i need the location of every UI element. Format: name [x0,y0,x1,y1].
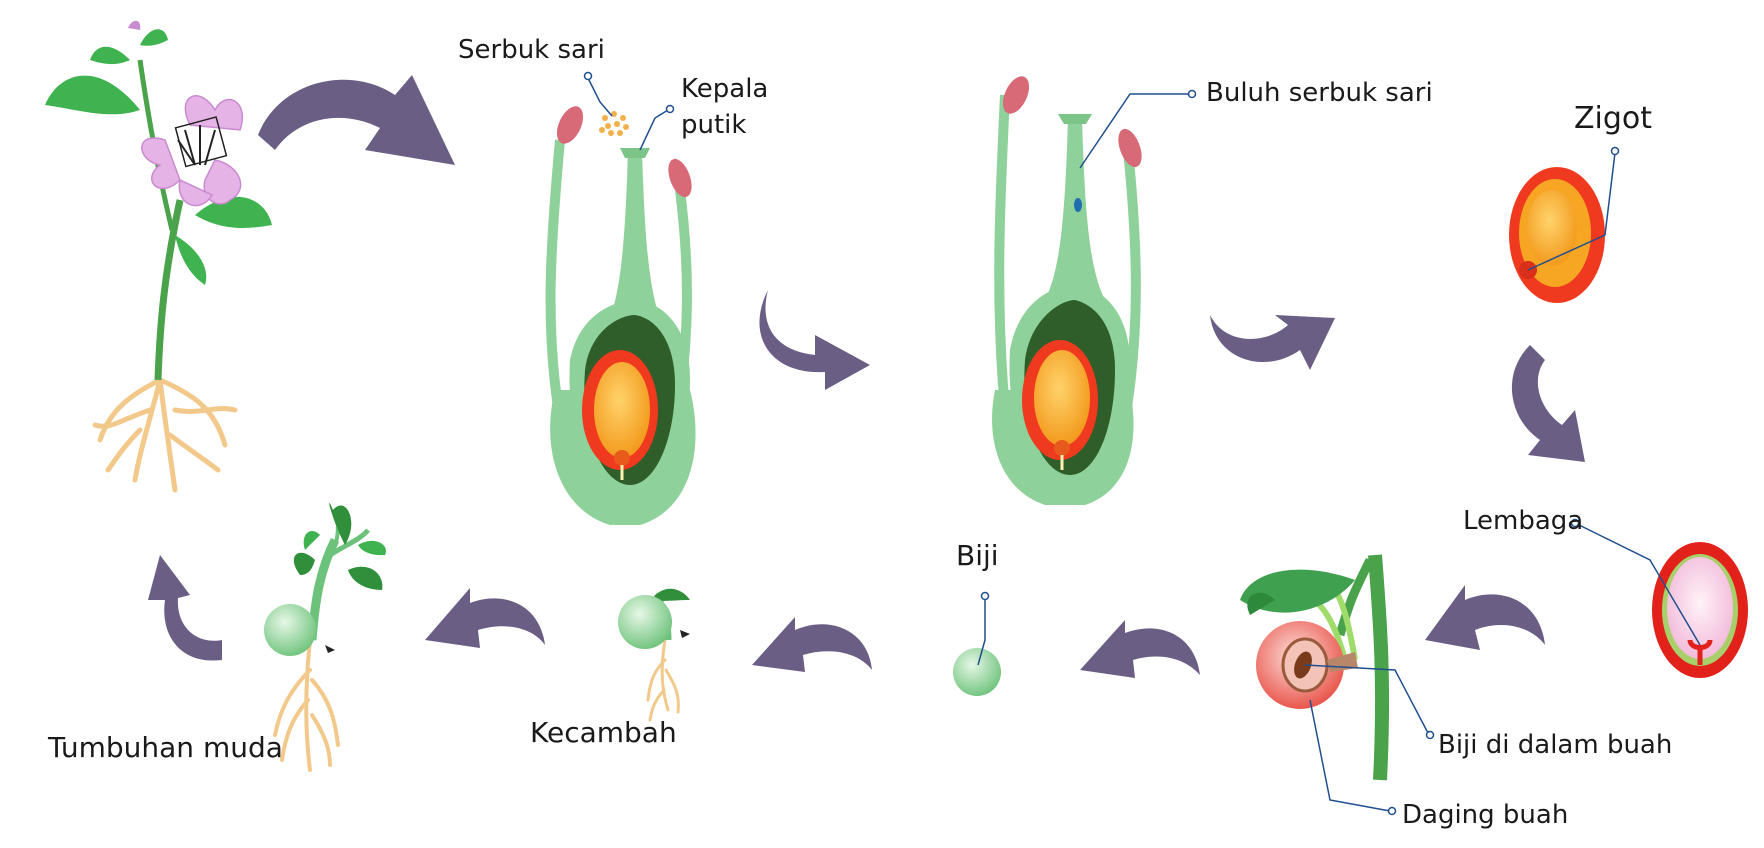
fruit-illustration [1240,554,1390,781]
arrow-icon [1511,345,1585,462]
label-kecambah: Kecambah [530,716,677,749]
fertilization-section [992,76,1142,505]
arrow-icon [759,290,870,390]
arrow-icon [148,555,222,661]
arrow-icon [1210,315,1335,370]
cycle-arrows [148,75,1585,678]
label-kepala-putik-line2: putik [681,110,747,140]
arrow-icon [425,588,545,648]
label-daging-buah: Daging buah [1402,800,1569,830]
pollination-section [545,106,696,525]
arrow-icon [1425,585,1545,650]
label-serbuk-sari: Serbuk sari [458,35,605,65]
arrow-icon [1080,620,1200,678]
sprout-illustration [618,588,690,722]
label-buluh-serbuk-sari: Buluh serbuk sari [1206,78,1433,108]
seed-illustration [953,648,1001,696]
label-tumbuhan-muda: Tumbuhan muda [48,731,283,764]
label-kepala-putik-line1: Kepala [681,74,769,104]
young-plant-illustration [264,502,386,772]
arrow-icon [752,617,872,672]
label-lembaga: Lembaga [1463,506,1584,536]
zygote-illustration [1509,167,1605,303]
embryo-illustration [1652,542,1748,678]
arrow-icon [258,75,455,165]
label-biji: Biji [956,539,999,572]
label-zigot: Zigot [1574,101,1653,136]
flowering-plant-illustration [45,20,272,493]
label-biji-di-dalam-buah: Biji di dalam buah [1438,730,1673,760]
leader-lines [583,71,1701,816]
